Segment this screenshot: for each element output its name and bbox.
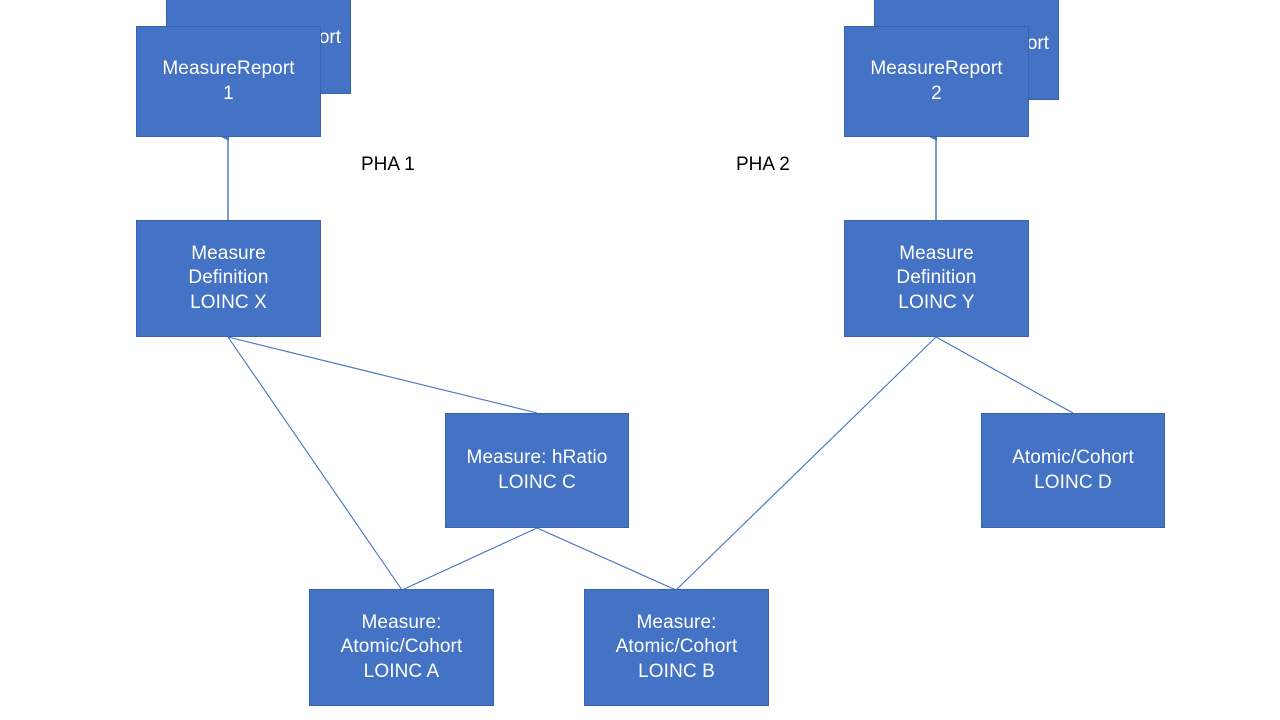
measure-definition-x-line-2: Definition: [188, 267, 269, 289]
measure-atomic-a-line-1: Measure:: [361, 612, 442, 634]
edge-definition-x-to-hratio-c: [227, 336, 538, 414]
measure-atomic-b-line-1: Measure:: [636, 612, 717, 634]
measure-hratio-c-line-2: LOINC C: [498, 471, 576, 493]
edge-definition-y-to-atomic-d: [935, 336, 1074, 414]
atomic-cohort-d-line-1: Atomic/Cohort: [1012, 447, 1134, 469]
node-measure-report-1[interactable]: MeasureReport 1: [136, 26, 321, 137]
node-measure-atomic-cohort-loinc-b[interactable]: Measure: Atomic/Cohort LOINC B: [584, 589, 769, 706]
node-measure-definition-loinc-y[interactable]: Measure Definition LOINC Y: [844, 220, 1029, 337]
measure-report-1-line-1: MeasureReport: [162, 58, 295, 80]
measure-report-2-line-1: MeasureReport: [870, 58, 1003, 80]
measure-atomic-b-line-2: Atomic/Cohort: [615, 636, 738, 658]
measure-report-2-line-2: 2: [931, 82, 942, 104]
atomic-cohort-d-line-2: LOINC D: [1034, 471, 1112, 493]
edge-hratio-c-to-atomic-b: [536, 527, 677, 591]
node-atomic-cohort-loinc-d[interactable]: Atomic/Cohort LOINC D: [981, 413, 1165, 528]
node-measure-report-2[interactable]: MeasureReport 2: [844, 26, 1029, 137]
node-measure-definition-loinc-x[interactable]: Measure Definition LOINC X: [136, 220, 321, 337]
measure-atomic-a-line-3: LOINC A: [363, 660, 440, 682]
measure-definition-y-line-2: Definition: [896, 267, 977, 289]
edge-definition-x-to-atomic-a: [227, 336, 403, 591]
node-measure-hratio-loinc-c[interactable]: Measure: hRatio LOINC C: [445, 413, 629, 528]
measure-definition-x-line-1: Measure: [191, 243, 266, 265]
label-pha-1: PHA 1: [361, 154, 415, 175]
node-measure-atomic-cohort-loinc-a[interactable]: Measure: Atomic/Cohort LOINC A: [309, 589, 494, 706]
measure-atomic-a-line-2: Atomic/Cohort: [340, 636, 463, 658]
measure-report-1-line-2: 1: [223, 82, 234, 104]
measure-hratio-c-line-1: Measure: hRatio: [466, 447, 608, 469]
measure-definition-y-line-1: Measure: [899, 243, 974, 265]
measure-definition-x-line-3: LOINC X: [190, 291, 267, 313]
label-pha-2: PHA 2: [736, 154, 790, 175]
edge-definition-y-to-atomic-b: [675, 336, 937, 591]
edge-hratio-c-to-atomic-a: [401, 527, 538, 591]
measure-atomic-b-line-3: LOINC B: [638, 660, 715, 682]
measure-definition-y-line-3: LOINC Y: [898, 291, 975, 313]
